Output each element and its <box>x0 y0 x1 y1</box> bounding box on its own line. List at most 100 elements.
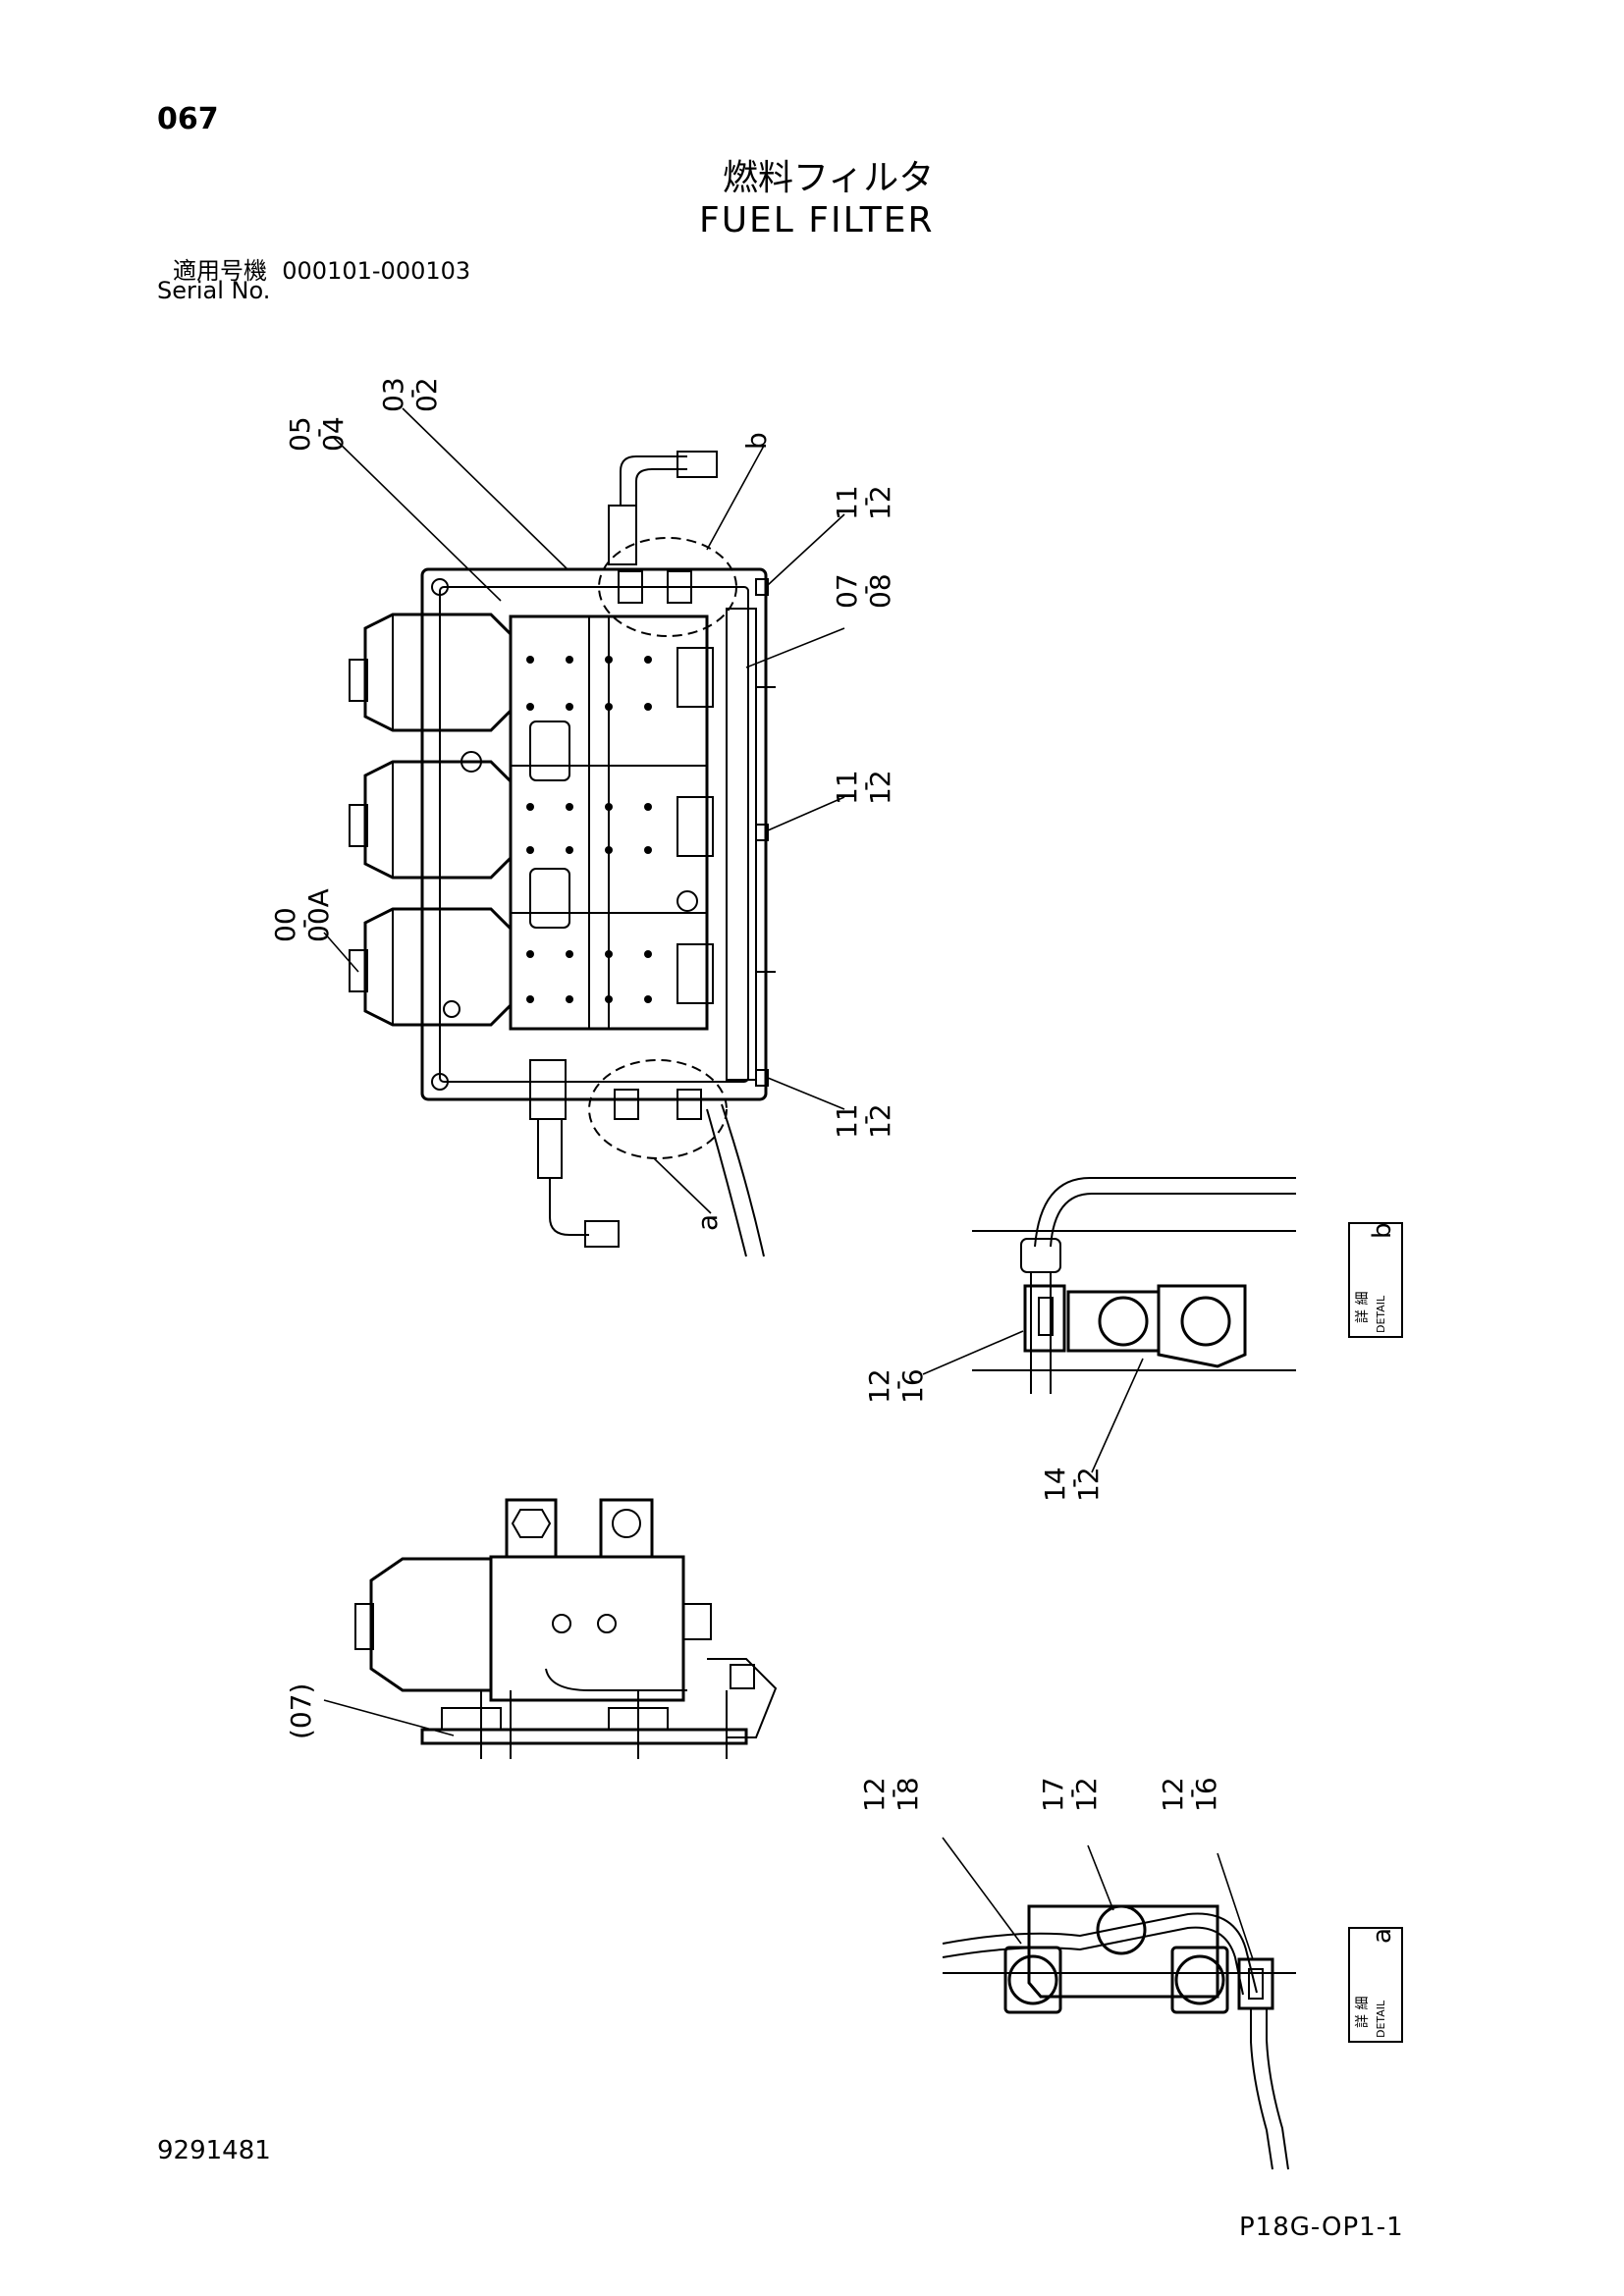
callout-line: 14 <box>1039 1467 1071 1502</box>
detail-en: DETAIL <box>1375 1295 1387 1333</box>
serial-range-line: 適用号機 000101-000103 <box>173 251 470 286</box>
clamp-17-12 <box>1096 1904 1147 1955</box>
callout-line: 16 <box>1190 1777 1222 1812</box>
clip <box>755 578 769 596</box>
callout-line: - <box>1174 1789 1207 1798</box>
title-english: FUEL FILTER <box>699 200 935 240</box>
callout-line: 18 <box>892 1777 924 1812</box>
clamp-12-18 <box>1003 1946 1062 2014</box>
filter-canister-top <box>349 613 513 732</box>
callout-12-16-detail-a: 12 - 16 <box>1157 1777 1222 1812</box>
callout-line: (07) <box>285 1683 317 1739</box>
callout-line: 12 <box>863 1368 895 1404</box>
detail-letter: a <box>1368 1928 1397 1944</box>
callout-line: - <box>848 497 881 507</box>
callout-line: - <box>876 1789 908 1798</box>
serial-label-jp: 適用号機 <box>173 257 267 285</box>
detail-a-marker <box>588 1059 728 1159</box>
clamp-body-right <box>1157 1284 1247 1368</box>
side-view-assembly <box>323 1498 778 1759</box>
callout-07-paren: (07) <box>285 1683 317 1739</box>
detail-jp: 詳 細 <box>1355 1997 1371 2028</box>
plate-hole <box>431 578 449 596</box>
callout-17-12: 17 - 12 <box>1037 1777 1103 1812</box>
plate-hole <box>443 1000 460 1018</box>
title-japanese: 燃料フィルタ <box>723 158 935 198</box>
callout-line: 04 <box>317 416 350 452</box>
callout-line: 03 <box>377 377 409 412</box>
top-clamp <box>618 570 643 604</box>
callout-00-00A: 00 - 00A <box>269 888 335 942</box>
detail-b-view <box>922 1177 1296 1473</box>
callout-line: 11 <box>831 770 863 805</box>
callout-line: 17 <box>1037 1777 1069 1812</box>
sheet-code: P18G-OP1-1 <box>1239 2213 1404 2242</box>
detail-a-view <box>942 1837 1296 2170</box>
top-clamp <box>667 570 692 604</box>
callout-line: - <box>1055 1789 1087 1798</box>
filter-canister-bottom <box>349 907 513 1027</box>
callout-line: - <box>848 781 881 791</box>
detail-b-marker <box>598 537 737 637</box>
bracket-rail <box>726 608 757 1081</box>
callout-line: - <box>881 1380 913 1390</box>
callout-line: - <box>395 389 427 399</box>
plate-hole <box>677 890 698 912</box>
callout-line: 08 <box>864 573 896 609</box>
side-filter-head <box>489 1555 685 1702</box>
bottom-clamp <box>677 1089 702 1120</box>
bottom-fitting <box>529 1059 567 1120</box>
side-fitting-right <box>599 1498 654 1559</box>
callout-line: - <box>1056 1478 1089 1488</box>
callout-line: 16 <box>896 1368 929 1404</box>
page-number: 067 <box>157 102 219 136</box>
callout-b-ref: b <box>740 432 773 450</box>
callout-05-04: 05 - 04 <box>284 416 350 452</box>
detail-a-label: a 詳 細 DETAIL <box>1348 1927 1403 2043</box>
mounting-plate-inner <box>439 586 749 1083</box>
callout-line: 02 <box>410 377 443 412</box>
callout-line: - <box>848 1115 881 1125</box>
callout-line: 11 <box>831 1103 863 1139</box>
callout-line: 12 <box>1070 1777 1103 1812</box>
callout-line: 12 <box>858 1777 891 1812</box>
callout-11-12-bottom: 11 - 12 <box>831 1103 896 1139</box>
manifold-bolt-pattern <box>526 656 652 1003</box>
callout-line: 12 <box>1072 1467 1105 1502</box>
bottom-clamp <box>614 1089 639 1120</box>
sensor <box>677 796 714 857</box>
callout-line: - <box>301 428 334 438</box>
callout-07-08: 07 - 08 <box>831 573 896 609</box>
callout-line: 11 <box>831 485 863 520</box>
top-fitting <box>608 505 637 565</box>
detail-jp: 詳 細 <box>1355 1292 1371 1323</box>
callout-line: b <box>740 432 773 450</box>
bottom-fitting-lower <box>537 1118 563 1179</box>
clip-12-16 <box>1237 1957 1274 2010</box>
hose-end-bottom <box>584 1220 620 1248</box>
serial-label-en: Serial No. <box>157 277 271 304</box>
callout-line: 12 <box>864 770 896 805</box>
clamp-right <box>1170 1946 1229 2014</box>
side-canister <box>369 1557 493 1692</box>
main-assembly-view <box>349 451 776 1257</box>
filter-canister-middle <box>349 760 513 880</box>
detail-en: DETAIL <box>1375 2000 1387 2038</box>
callout-line: 12 <box>864 1103 896 1139</box>
callout-11-12-mid: 11 - 12 <box>831 770 896 805</box>
manifold-window <box>529 868 570 929</box>
callout-line: 00A <box>302 888 335 942</box>
detail-a-bracket <box>1027 1904 1219 1999</box>
serial-range: 000101-000103 <box>282 257 471 285</box>
mounting-plate <box>420 567 768 1101</box>
side-mounting-plate <box>420 1728 748 1745</box>
manifold-window <box>529 721 570 781</box>
detail-b-label: b 詳 細 DETAIL <box>1348 1222 1403 1338</box>
side-fitting-left <box>505 1498 558 1559</box>
callout-line: 07 <box>831 573 863 609</box>
callout-line: - <box>287 919 319 929</box>
sensor <box>677 943 714 1004</box>
clip <box>755 824 769 841</box>
callout-line: a <box>691 1214 724 1231</box>
